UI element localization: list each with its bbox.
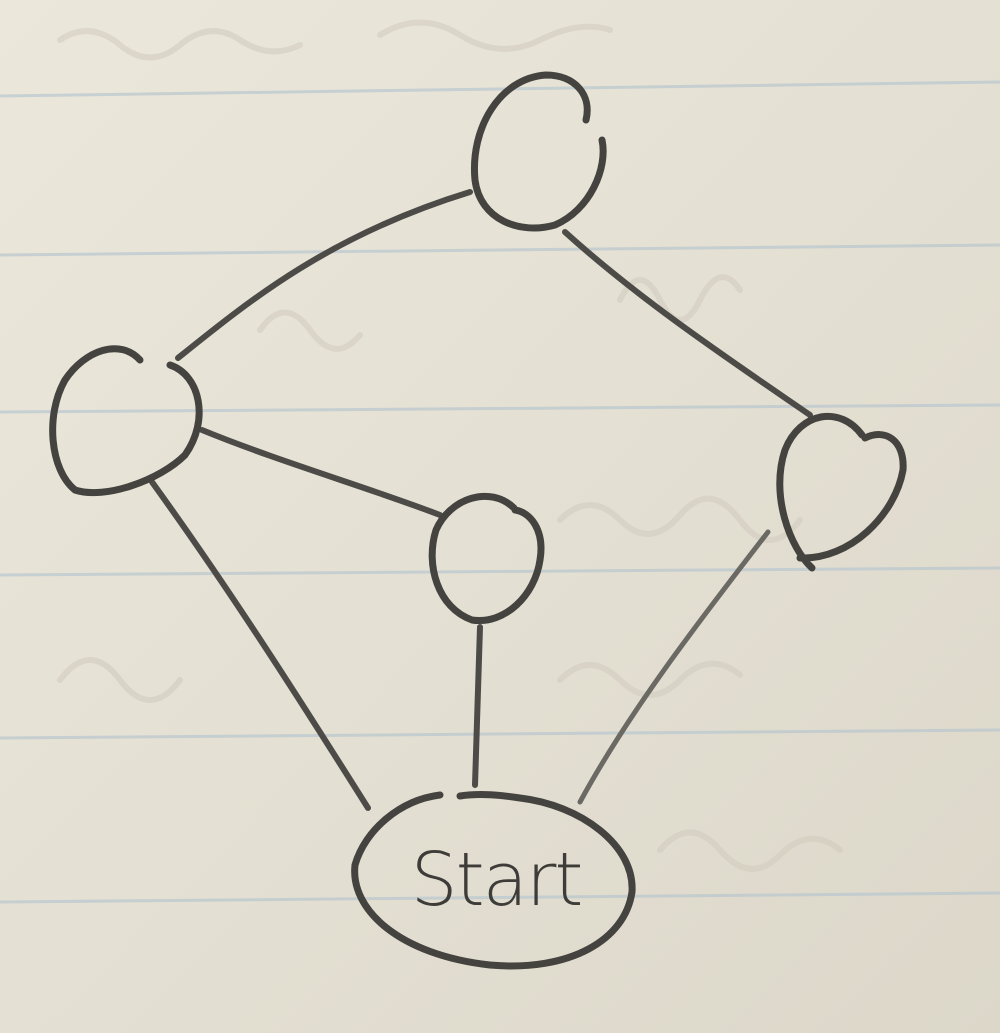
bleed-through-text bbox=[557, 495, 803, 543]
edge-middle-start bbox=[472, 624, 483, 788]
edge-left-middle bbox=[199, 427, 443, 518]
rule-line bbox=[0, 728, 1000, 740]
node-top bbox=[470, 71, 607, 232]
node-start bbox=[351, 791, 636, 970]
rule-line bbox=[0, 243, 1000, 257]
bleed-through-text bbox=[57, 19, 613, 61]
edge-top-left bbox=[175, 189, 473, 361]
bleed-through-text bbox=[257, 274, 743, 352]
node-left bbox=[49, 345, 203, 497]
node-label-start: Start bbox=[411, 837, 582, 923]
rule-line bbox=[0, 891, 1000, 904]
rule-line bbox=[0, 403, 1000, 414]
rule-line bbox=[0, 566, 1000, 577]
rule-line bbox=[0, 80, 1000, 98]
bleed-through-text bbox=[657, 829, 843, 872]
bleed-through-text bbox=[57, 657, 743, 703]
edge-left-start bbox=[149, 479, 371, 811]
edge-right-start bbox=[577, 529, 771, 805]
edge-top-right bbox=[562, 229, 813, 418]
node-middle bbox=[428, 492, 545, 625]
node-right bbox=[776, 412, 907, 572]
